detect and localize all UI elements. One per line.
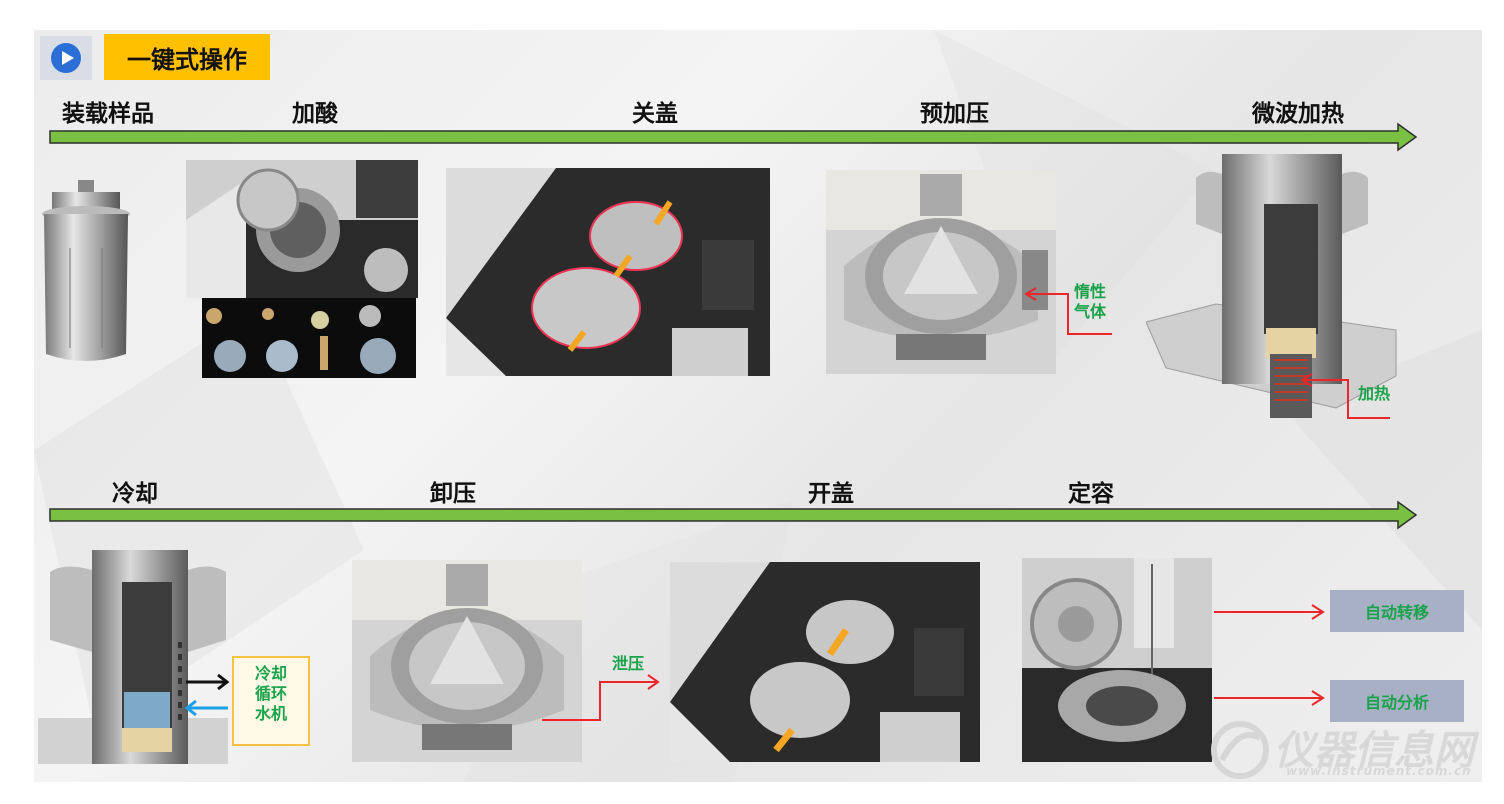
step-add-acid: 加酸 bbox=[292, 101, 338, 127]
depressurize-image bbox=[352, 560, 582, 762]
inert-gas-pointer bbox=[1024, 287, 1112, 335]
sample-vessel-image bbox=[42, 180, 130, 361]
step-load-sample: 装载样品 bbox=[62, 101, 154, 127]
cooling-water-box: 冷却 循环 水机 bbox=[232, 656, 310, 746]
step-fix-volume: 定容 bbox=[1068, 481, 1114, 507]
fix-volume-image bbox=[1022, 558, 1212, 762]
page-title: 一键式操作 bbox=[104, 34, 270, 80]
close-lid-image bbox=[446, 168, 770, 376]
inert-gas-line2: 气体 bbox=[1074, 302, 1107, 321]
open-lid-image bbox=[670, 562, 980, 762]
auto-transfer-tag: 自动转移 bbox=[1330, 590, 1464, 632]
watermark-logo-icon bbox=[1211, 721, 1269, 779]
pump-parts-image bbox=[202, 298, 416, 378]
cooling-arrows bbox=[184, 673, 230, 717]
heating-label: 加热 bbox=[1358, 384, 1391, 403]
step-pre-pressurize: 预加压 bbox=[920, 101, 989, 127]
pre-pressurize-image bbox=[826, 170, 1056, 374]
heating-pointer bbox=[1300, 373, 1390, 419]
step-depressurize: 卸压 bbox=[430, 481, 476, 507]
auto-transfer-text: 自动转移 bbox=[1364, 603, 1429, 622]
release-pressure-pointer bbox=[542, 674, 660, 721]
step-open-lid: 开盖 bbox=[808, 481, 854, 507]
watermark-url: www.instrument.com.cn bbox=[1286, 764, 1472, 778]
timeline-arrow-row2 bbox=[49, 500, 1418, 530]
inert-gas-line1: 惰性 bbox=[1074, 282, 1107, 301]
fix-volume-pointers bbox=[1214, 604, 1325, 706]
cooling-image bbox=[38, 550, 228, 764]
step-microwave-heating: 微波加热 bbox=[1252, 101, 1344, 127]
step-cooling: 冷却 bbox=[112, 481, 158, 507]
step-close-lid: 关盖 bbox=[632, 101, 678, 127]
watermark-text: 仪器信息网 bbox=[1274, 728, 1474, 774]
inert-gas-label: 惰性 气体 bbox=[1074, 282, 1106, 322]
cooling-line1: 冷却 bbox=[254, 664, 287, 683]
microwave-heating-image bbox=[1146, 154, 1397, 418]
page-title-text: 一键式操作 bbox=[127, 45, 247, 74]
auto-analysis-text: 自动分析 bbox=[1364, 693, 1429, 712]
add-acid-image bbox=[186, 160, 418, 298]
cooling-line3: 水机 bbox=[254, 704, 287, 723]
play-button[interactable] bbox=[40, 36, 92, 80]
timeline-arrow-row1 bbox=[49, 122, 1418, 152]
release-pressure-label: 泄压 bbox=[612, 654, 645, 673]
cooling-line2: 循环 bbox=[254, 684, 287, 703]
play-icon bbox=[51, 43, 81, 73]
auto-analysis-tag: 自动分析 bbox=[1330, 680, 1464, 722]
